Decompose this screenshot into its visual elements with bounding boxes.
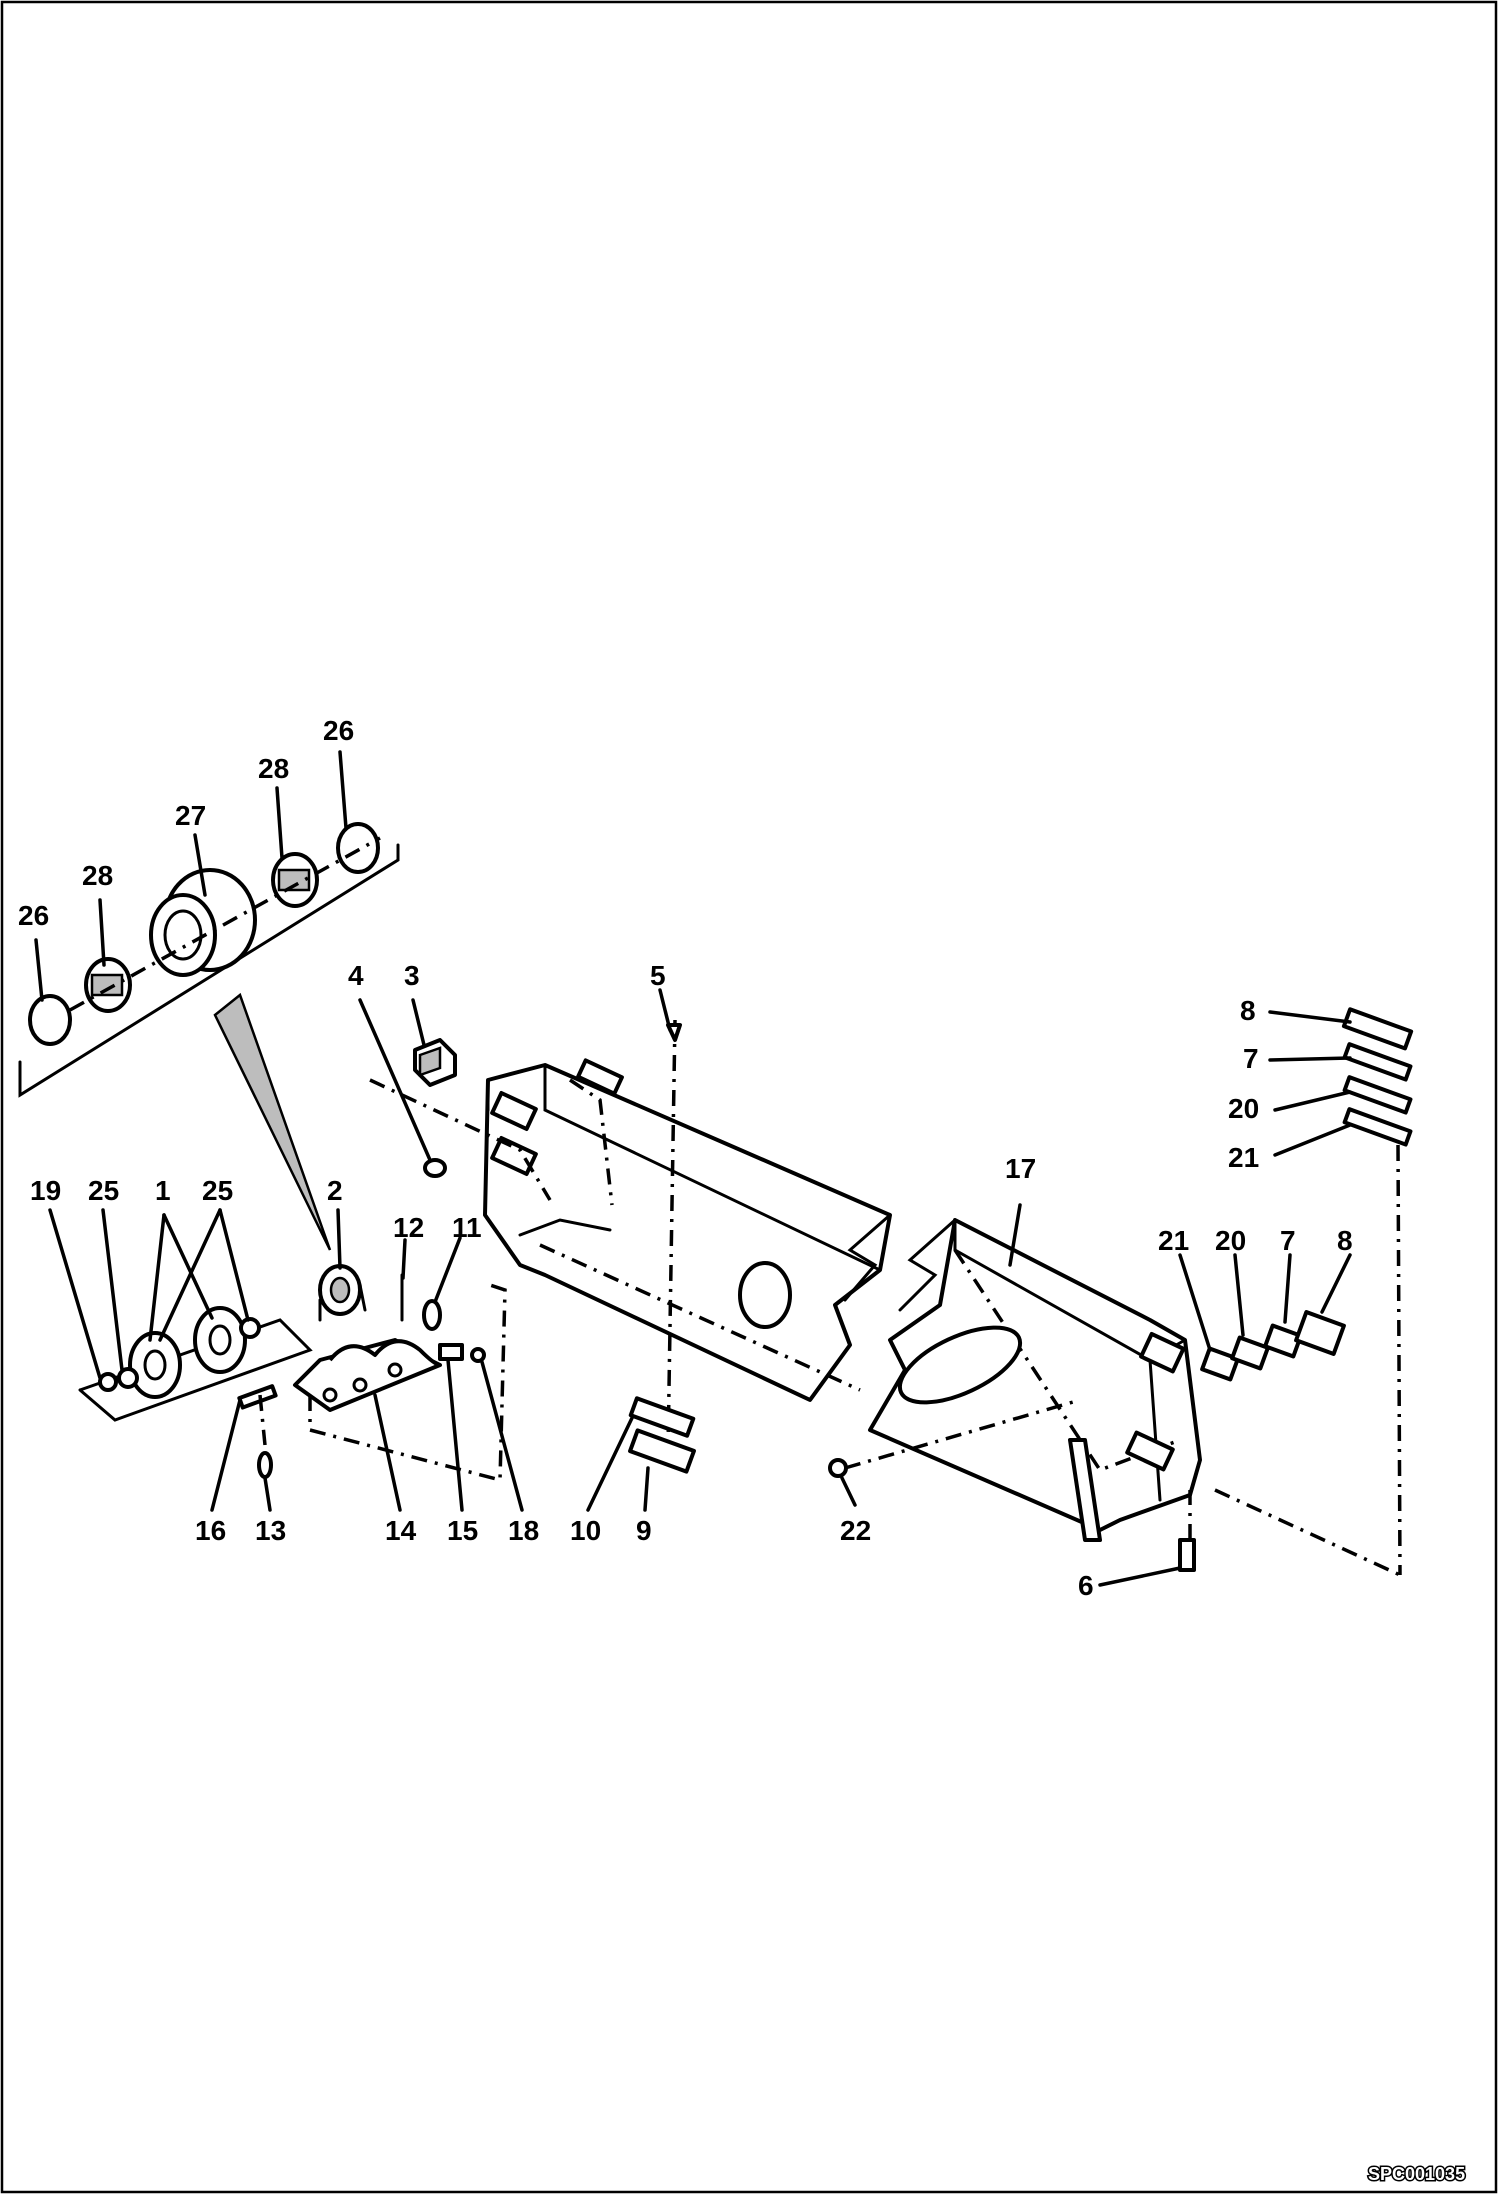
snap-ring-left [28, 994, 72, 1046]
roller-wheel-left [128, 1331, 182, 1399]
callout-28: 28 [258, 753, 289, 784]
roller-wheel-right [193, 1306, 247, 1374]
callout-21: 21 [1228, 1142, 1259, 1173]
roller-assembly [48, 1208, 524, 1512]
bolt-22 [828, 1458, 848, 1478]
callout-28: 28 [82, 860, 113, 891]
callout-18: 18 [508, 1515, 539, 1546]
callout-7: 7 [1243, 1043, 1259, 1074]
callout-labels: 26 28 27 28 26 4 3 5 8 7 20 21 17 19 25 … [18, 715, 1353, 1601]
detail-bracket [18, 843, 400, 1098]
bolt-4 [423, 1158, 447, 1178]
frame-slot-right [897, 1325, 1023, 1405]
shim-stack-top [1341, 1007, 1414, 1147]
callout-5: 5 [650, 960, 666, 991]
bolt-5-axis [666, 1019, 677, 1451]
roller-carrier [293, 1338, 442, 1412]
callout-20: 20 [1228, 1093, 1259, 1124]
callout-25: 25 [202, 1175, 233, 1206]
callout-3: 3 [404, 960, 420, 991]
callout-10: 10 [570, 1515, 601, 1546]
callout-22: 22 [840, 1515, 871, 1546]
frame-slot-left [738, 1261, 792, 1329]
cotter-13 [257, 1451, 273, 1479]
callout-13: 13 [255, 1515, 286, 1546]
callout-17: 17 [1005, 1153, 1036, 1184]
callout-14: 14 [385, 1515, 417, 1546]
callout-8: 8 [1337, 1225, 1353, 1256]
bolt-6 [1178, 1538, 1196, 1572]
washer-25-left [117, 1367, 139, 1389]
callout-1: 1 [155, 1175, 171, 1206]
callout-20: 20 [1215, 1225, 1246, 1256]
callout-26: 26 [323, 715, 354, 746]
callout-15: 15 [447, 1515, 478, 1546]
callout-7: 7 [1280, 1225, 1296, 1256]
bushing-15 [438, 1343, 464, 1361]
callout-25: 25 [88, 1175, 119, 1206]
callout-16: 16 [195, 1515, 226, 1546]
callout-19: 19 [30, 1175, 61, 1206]
main-frame [483, 1058, 1202, 1542]
spacer-right [271, 852, 319, 908]
snap-ring-right [336, 822, 380, 874]
callout-6: 6 [1078, 1570, 1094, 1601]
pin-16 [237, 1384, 278, 1410]
callout-9: 9 [636, 1515, 652, 1546]
clip-11 [422, 1299, 442, 1331]
frame-right-section [868, 1218, 1202, 1532]
callout-26: 26 [18, 900, 49, 931]
callout-21: 21 [1158, 1225, 1189, 1256]
frame-left-section [483, 1063, 892, 1402]
spacer-left [84, 957, 132, 1013]
plate-10 [628, 1396, 696, 1438]
bolt-18 [470, 1347, 486, 1363]
callout-11: 11 [452, 1212, 482, 1243]
detail-arrow [213, 992, 332, 1251]
bracket-3 [413, 1038, 457, 1087]
nut-19 [98, 1372, 118, 1392]
washer-25-right [239, 1317, 261, 1339]
callout-4: 4 [348, 960, 364, 991]
bearing-detail [18, 750, 400, 1251]
callout-2: 2 [327, 1175, 343, 1206]
callout-8: 8 [1240, 995, 1256, 1026]
callout-27: 27 [175, 800, 206, 831]
callout-12: 12 [393, 1212, 424, 1243]
plate-9 [628, 1428, 696, 1474]
part-2-roller [318, 1264, 367, 1322]
document-code: SPC001035 [1368, 2164, 1465, 2184]
shim-stack-side [1200, 1310, 1346, 1382]
